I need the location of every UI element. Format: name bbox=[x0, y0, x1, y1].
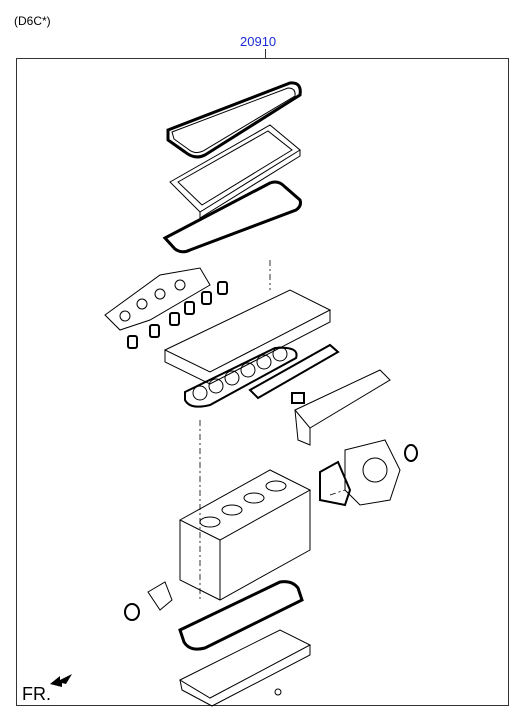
oil-pan-gasket[interactable] bbox=[178, 580, 304, 651]
cylinder-head-cover bbox=[169, 124, 301, 219]
cylinder-head bbox=[163, 289, 332, 385]
front-direction-label: FR. bbox=[22, 684, 51, 704]
part-number-link[interactable]: 20910 bbox=[240, 34, 277, 49]
front-oil-seal[interactable] bbox=[404, 444, 418, 462]
rear-oil-seal[interactable] bbox=[124, 603, 140, 621]
drain-plug bbox=[274, 688, 282, 696]
timing-cover-gasket[interactable] bbox=[319, 460, 352, 507]
rear-seal-housing bbox=[147, 581, 173, 611]
small-gasket[interactable] bbox=[291, 392, 305, 404]
leader-line bbox=[265, 49, 266, 59]
cylinder-block bbox=[178, 469, 312, 601]
exhaust-manifold-gaskets[interactable] bbox=[127, 281, 228, 349]
oil-pan bbox=[178, 629, 312, 707]
alignment-lines bbox=[199, 260, 346, 600]
diagram-frame bbox=[16, 58, 509, 706]
exhaust-manifold bbox=[104, 267, 211, 331]
intake-manifold bbox=[294, 369, 391, 446]
cover-base-gasket[interactable] bbox=[162, 180, 302, 254]
front-direction-arrow-icon bbox=[50, 674, 72, 687]
valve-cover-gasket[interactable] bbox=[166, 81, 302, 159]
timing-cover bbox=[344, 439, 401, 506]
intake-manifold-gasket[interactable] bbox=[248, 343, 340, 400]
cylinder-head-gasket[interactable] bbox=[184, 346, 298, 408]
engine-variant-label: (D6C*) bbox=[14, 14, 51, 28]
